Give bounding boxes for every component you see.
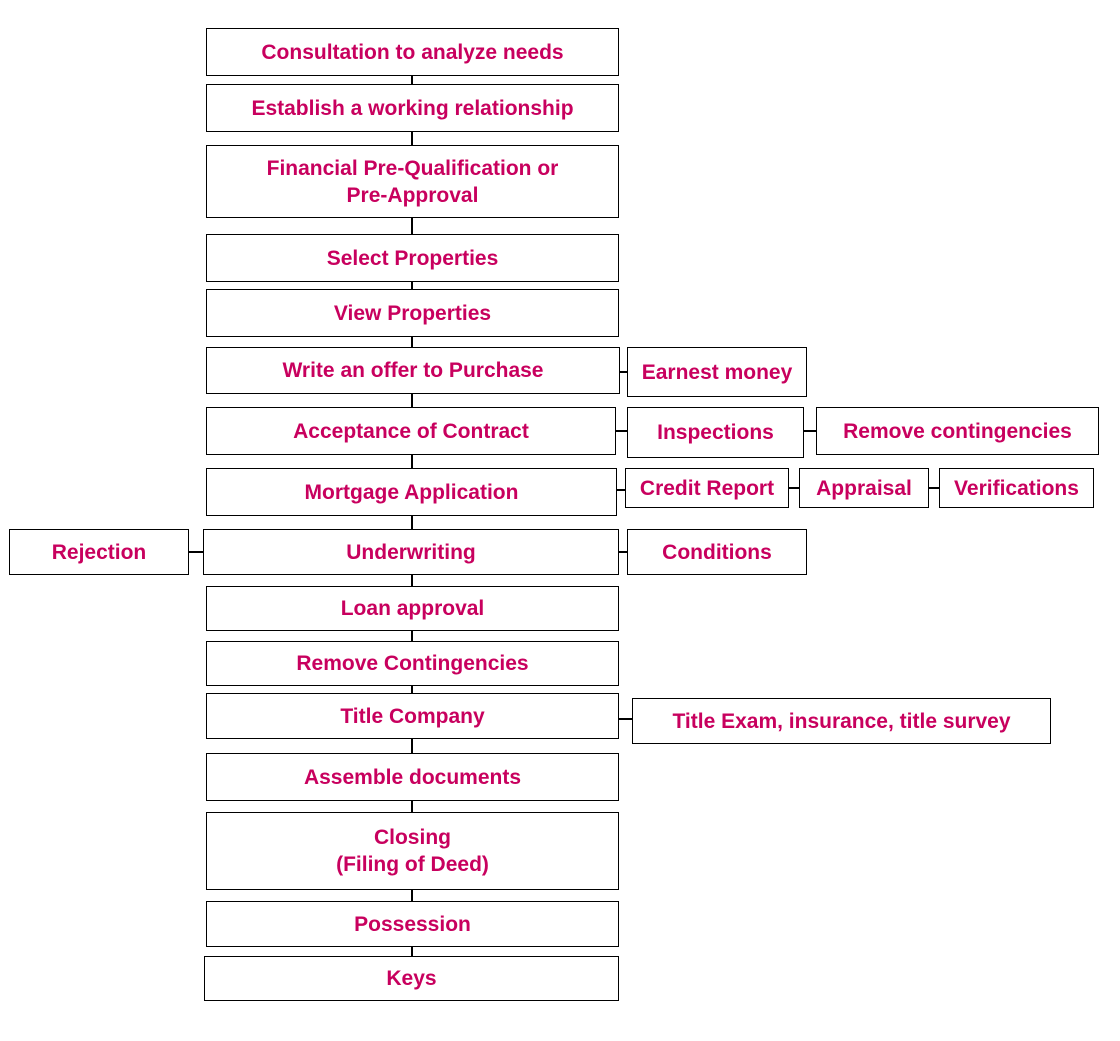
side-remove-contingencies: Remove contingencies [816, 407, 1099, 455]
step-title-company: Title Company [206, 693, 619, 739]
step-keys: Keys [204, 956, 619, 1001]
step-mortgage-application: Mortgage Application [206, 468, 617, 516]
step-assemble-documents: Assemble documents [206, 753, 619, 801]
step-loan-approval: Loan approval [206, 586, 619, 631]
step-working-relationship: Establish a working relationship [206, 84, 619, 132]
side-earnest-money: Earnest money [627, 347, 807, 397]
step-select-properties: Select Properties [206, 234, 619, 282]
step-underwriting: Underwriting [203, 529, 619, 575]
step-remove-contingencies: Remove Contingencies [206, 641, 619, 686]
step-consultation: Consultation to analyze needs [206, 28, 619, 76]
step-possession: Possession [206, 901, 619, 947]
side-rejection: Rejection [9, 529, 189, 575]
side-conditions: Conditions [627, 529, 807, 575]
step-write-offer: Write an offer to Purchase [206, 347, 620, 394]
side-title-exam: Title Exam, insurance, title survey [632, 698, 1051, 744]
side-credit-report: Credit Report [625, 468, 789, 508]
step-pre-qualification: Financial Pre-Qualification or Pre-Appro… [206, 145, 619, 218]
step-view-properties: View Properties [206, 289, 619, 337]
step-acceptance-of-contract: Acceptance of Contract [206, 407, 616, 455]
side-appraisal: Appraisal [799, 468, 929, 508]
side-verifications: Verifications [939, 468, 1094, 508]
side-inspections: Inspections [627, 407, 804, 458]
step-closing: Closing (Filing of Deed) [206, 812, 619, 890]
